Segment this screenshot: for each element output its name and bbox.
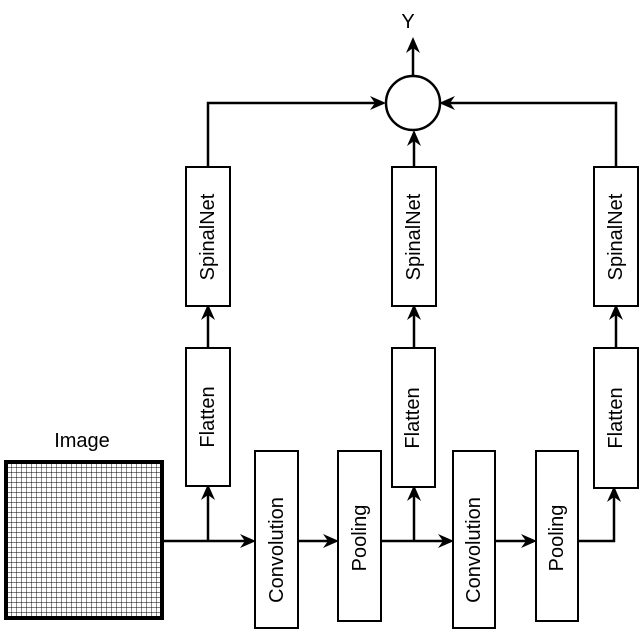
spinalnet-block-3: SpinalNet	[593, 166, 639, 307]
pooling-block-1-label: Pooling	[349, 505, 371, 572]
output-label: Y	[401, 11, 414, 33]
flatten-block-2: Flatten	[391, 347, 436, 488]
convolution-block-2: Convolution	[452, 450, 496, 629]
image-label: Image	[54, 430, 110, 452]
spinalnet-block-1-label: SpinalNet	[197, 193, 219, 280]
flatten-block-1-label: Flatten	[197, 386, 219, 447]
input-image	[4, 460, 164, 620]
convolution-block-1: Convolution	[254, 450, 299, 629]
arrow-spinal1-to-sum	[206, 96, 386, 167]
arrow-pool2-to-flatten3	[578, 486, 621, 543]
spinalnet-block-2-label: SpinalNet	[403, 193, 425, 280]
pooling-block-2: Pooling	[535, 450, 579, 622]
flatten-block-3-label: Flatten	[605, 387, 627, 448]
convolution-block-2-label: Convolution	[463, 497, 485, 603]
convolution-block-1-label: Convolution	[266, 497, 288, 603]
spinalnet-block-2: SpinalNet	[391, 166, 437, 307]
sum-node	[384, 74, 442, 132]
pooling-block-2-label: Pooling	[546, 505, 568, 572]
flatten-block-1: Flatten	[185, 347, 231, 487]
flatten-block-2-label: Flatten	[402, 387, 424, 448]
pooling-block-1: Pooling	[337, 450, 382, 622]
arrow-spinal3-to-sum	[439, 96, 618, 167]
spinalnet-block-1: SpinalNet	[185, 166, 231, 307]
spinalnet-block-3-label: SpinalNet	[605, 193, 627, 280]
flatten-block-3: Flatten	[593, 347, 639, 489]
